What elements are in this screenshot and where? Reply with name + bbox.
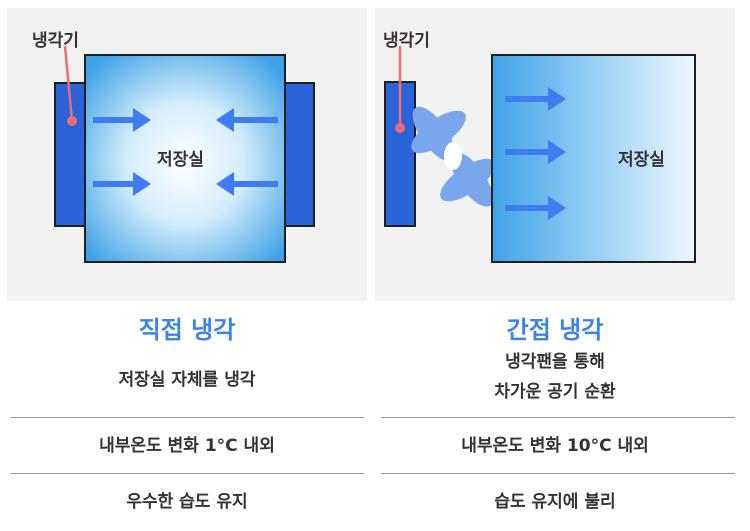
storage-room bbox=[491, 54, 696, 263]
fan-icon bbox=[411, 106, 495, 207]
direct-temperature-variation: 내부온도 변화 1°C 내외 bbox=[99, 436, 275, 456]
cooler-pointer-dot bbox=[395, 123, 405, 133]
direct-cooling-title: 직접 냉각 bbox=[138, 316, 236, 344]
arrow-right-bottom bbox=[93, 172, 151, 196]
indirect-cooling-diagram: 냉각기 저장실 bbox=[375, 8, 735, 301]
room-label: 저장실 bbox=[618, 150, 665, 170]
divider bbox=[10, 417, 364, 418]
indirect-humidity: 습도 유지에 불리 bbox=[494, 492, 616, 512]
indirect-cooling-illustration bbox=[384, 46, 696, 263]
divider bbox=[381, 417, 735, 418]
cooler-label: 냉각기 bbox=[383, 31, 430, 51]
indirect-cooling-description-line2: 차가운 공기 순환 bbox=[494, 382, 616, 402]
direct-cooling-description: 저장실 자체를 냉각 bbox=[118, 370, 256, 390]
room-label: 저장실 bbox=[157, 150, 204, 170]
direct-cooling-diagram: 냉각기 저장실 bbox=[7, 8, 367, 301]
cooler-label: 냉각기 bbox=[32, 31, 79, 51]
arrow-left-top bbox=[216, 108, 278, 132]
direct-cooling-illustration bbox=[54, 45, 315, 263]
arrow-right-3 bbox=[505, 196, 566, 220]
indirect-cooling-title: 간접 냉각 bbox=[506, 316, 604, 344]
indirect-cooling-description-line1: 냉각팬을 통해 bbox=[505, 352, 605, 372]
arrow-right-top bbox=[93, 108, 151, 132]
cooler-pointer-line bbox=[63, 45, 74, 122]
divider bbox=[10, 473, 364, 474]
indirect-temperature-variation: 내부온도 변화 10°C 내외 bbox=[461, 436, 649, 456]
arrow-right-1 bbox=[505, 87, 566, 111]
direct-humidity: 우수한 습도 유지 bbox=[126, 492, 248, 512]
cooler-pointer-dot bbox=[67, 116, 77, 126]
storage-room bbox=[84, 54, 286, 263]
right-cooler bbox=[283, 82, 315, 227]
divider bbox=[381, 473, 735, 474]
arrow-left-bottom bbox=[216, 172, 278, 196]
arrow-right-2 bbox=[505, 140, 566, 164]
